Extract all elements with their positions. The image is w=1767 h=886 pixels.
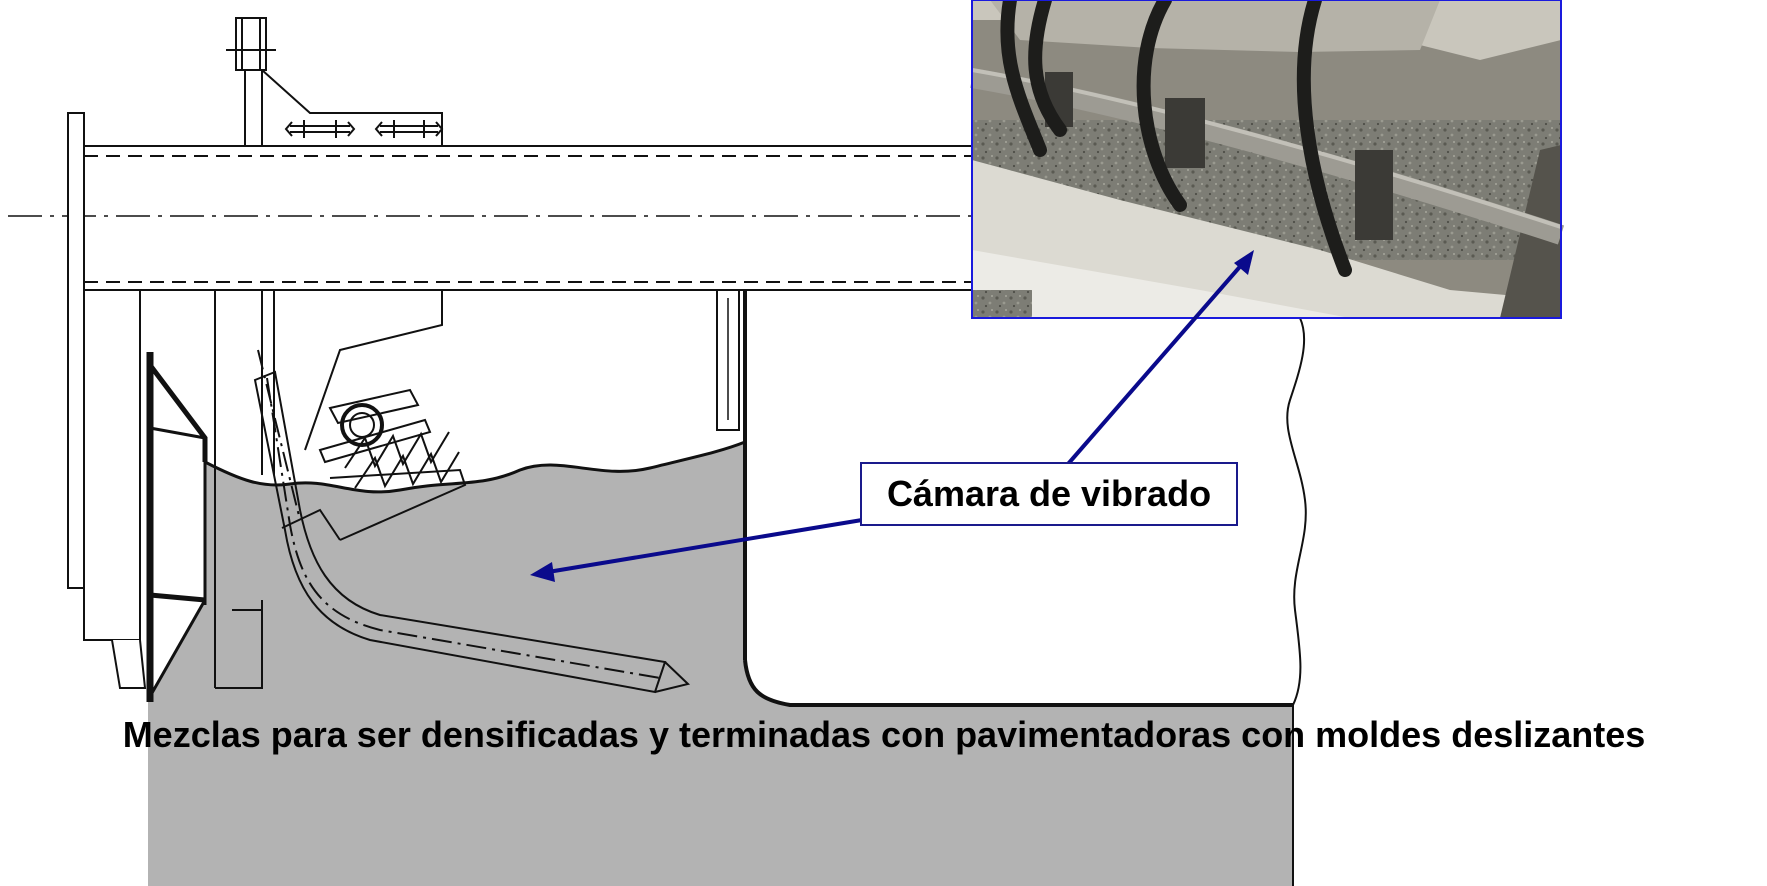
main-beam	[8, 145, 985, 291]
chamber-right-wall	[716, 289, 1293, 707]
support-plates	[214, 290, 443, 689]
side-form-bracket	[146, 352, 208, 702]
vibrator-photo	[970, 0, 1565, 319]
callout-arrows	[530, 250, 1254, 582]
left-end-plate	[67, 112, 147, 689]
arrow-to-photo	[1066, 260, 1246, 466]
figure-caption: Mezclas para ser densificadas y terminad…	[122, 714, 1646, 755]
hydraulic-hoses	[1000, 0, 1352, 277]
concrete-mix-fill	[148, 442, 1293, 886]
callout-vibrating-chamber: Cámara de vibrado	[860, 462, 1238, 526]
immersion-vibrator	[253, 349, 691, 694]
bolt-right	[374, 120, 444, 138]
callout-label: Cámara de vibrado	[886, 473, 1212, 514]
bolt-left	[284, 120, 356, 138]
break-line	[1286, 317, 1307, 886]
pipe-clamps	[1045, 72, 1393, 240]
vibrator-mount	[318, 388, 467, 541]
lifting-lug	[226, 17, 444, 146]
concrete-surface-line	[204, 440, 746, 494]
arrow-to-chamber	[547, 518, 863, 574]
